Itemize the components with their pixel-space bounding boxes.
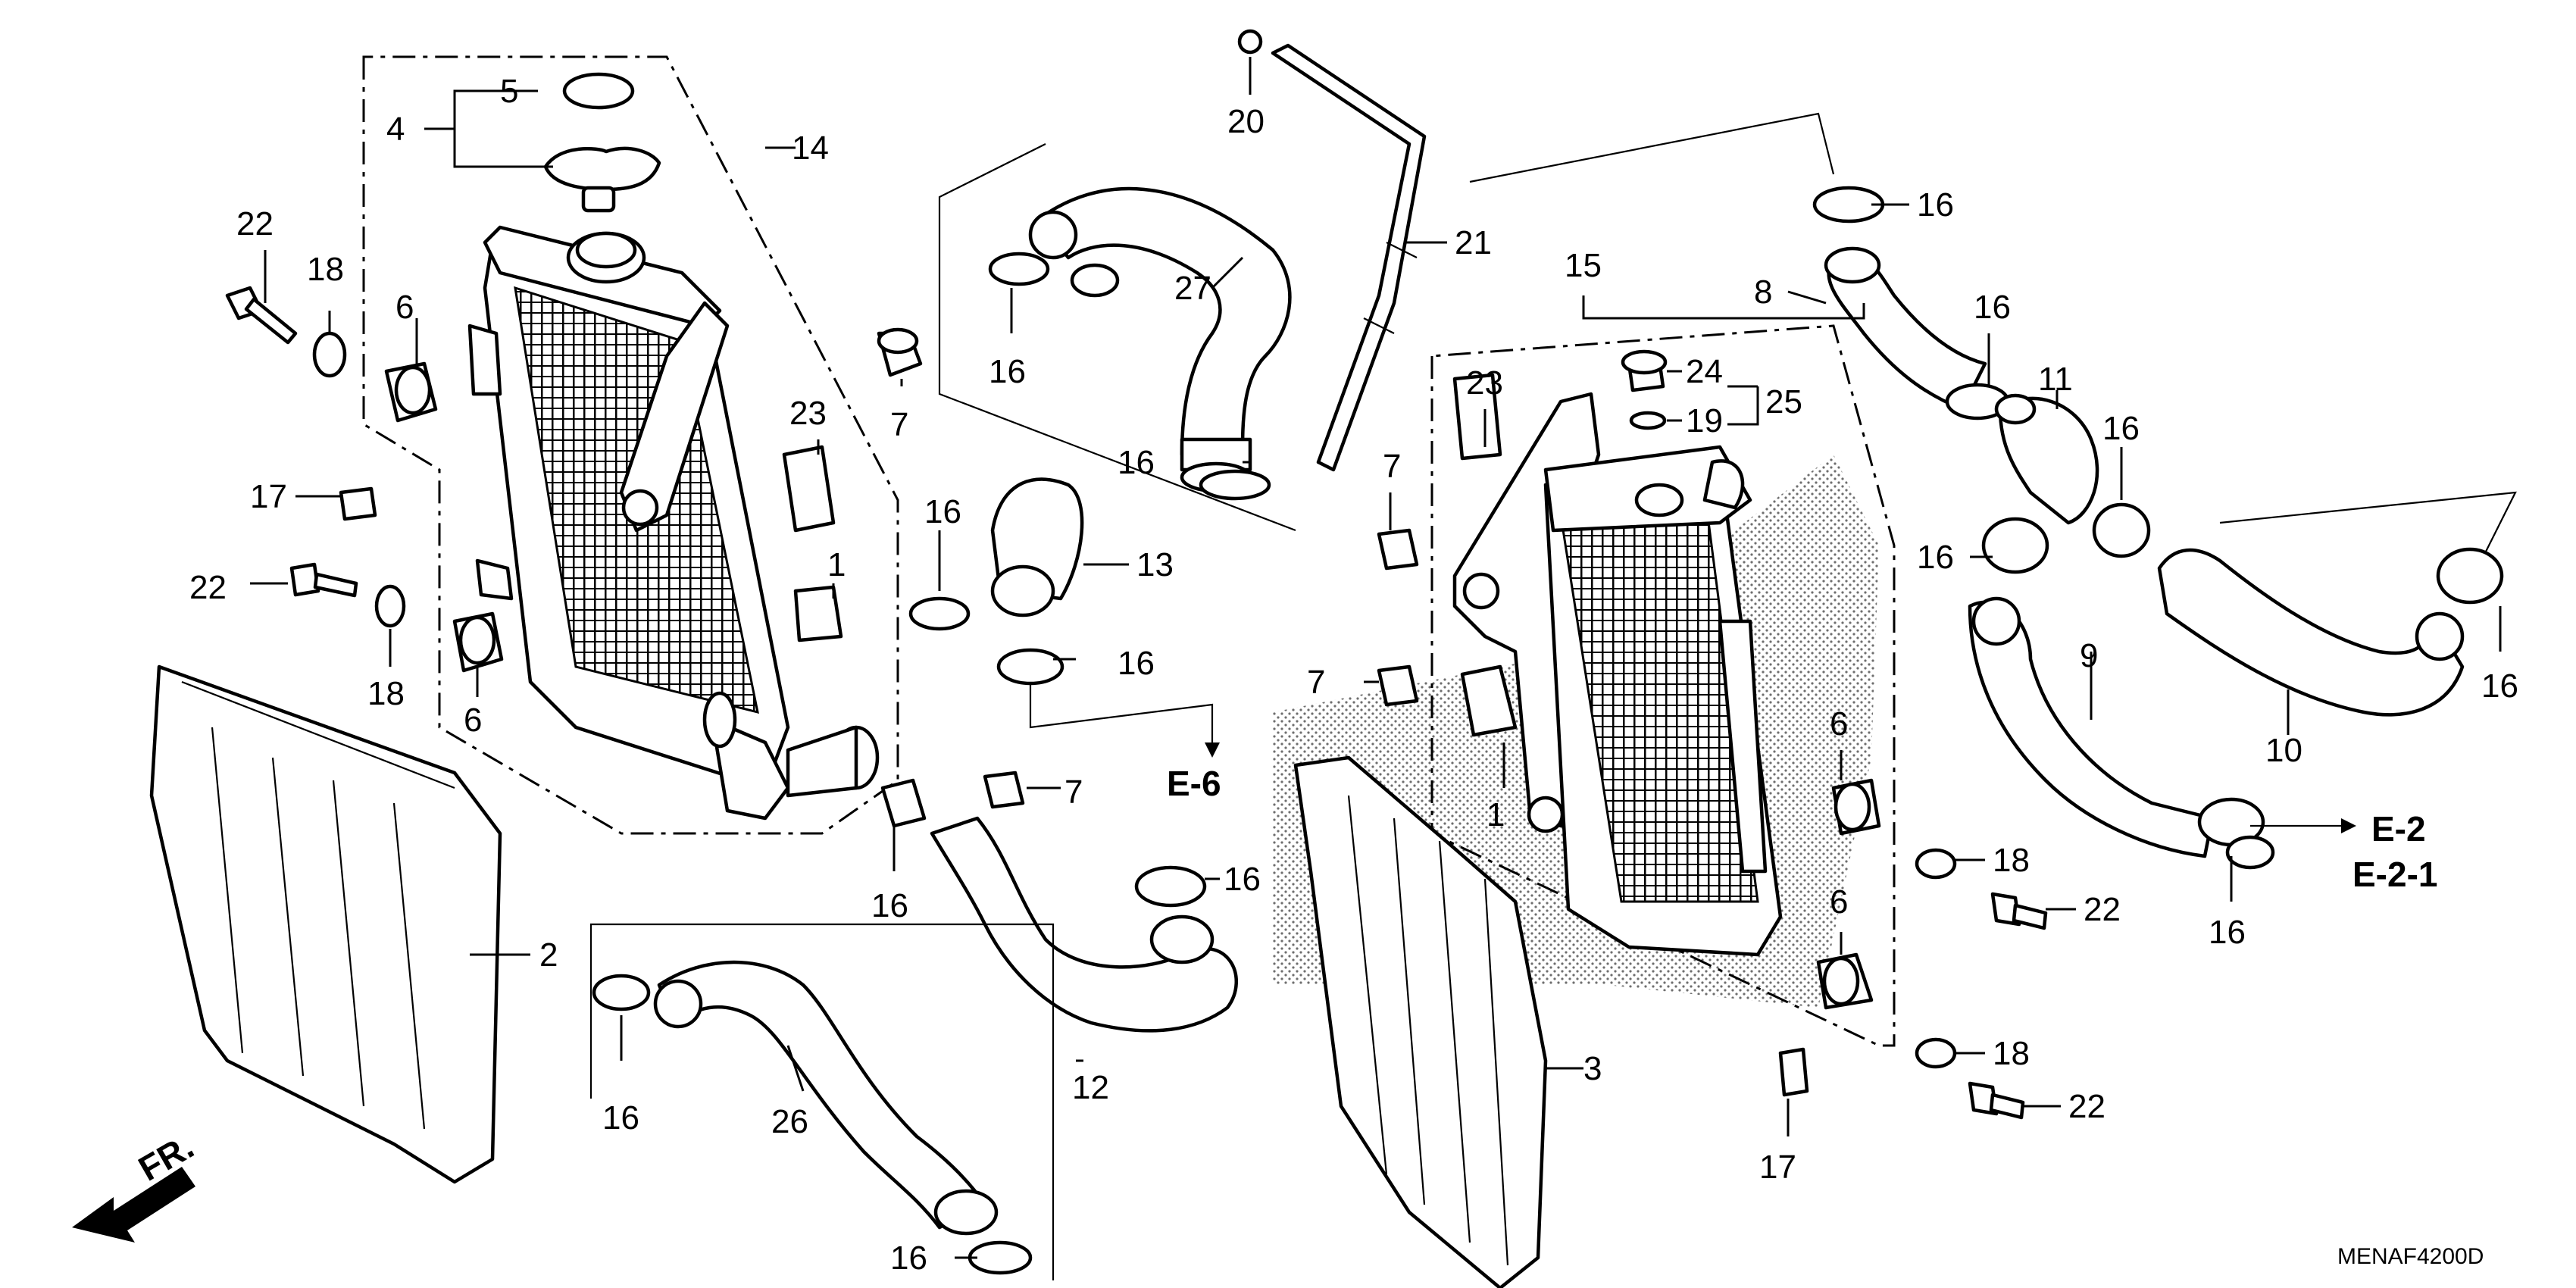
label-18-mid: 18 <box>367 675 405 712</box>
clamp-16-hose27 <box>988 252 1271 501</box>
diagram-code: MENAF4200D <box>2337 1244 2484 1269</box>
label-16-b: 16 <box>1118 645 1155 682</box>
label-16-n: 16 <box>2209 914 2246 951</box>
label-16-g: 16 <box>989 353 1026 390</box>
hose-9 <box>1968 596 2265 858</box>
label-6-right-top: 6 <box>1830 705 1848 742</box>
label-7-right-mid: 7 <box>1307 664 1325 701</box>
label-6-left-bottom: 6 <box>464 702 482 739</box>
leader-lines <box>250 57 2502 1259</box>
label-26: 26 <box>771 1103 808 1140</box>
label-27: 27 <box>1174 270 1211 307</box>
label-18-right-top: 18 <box>1993 842 2030 879</box>
hose-21 <box>1271 43 1427 472</box>
e6-pointer <box>1029 682 1220 758</box>
hose-10 <box>2157 547 2504 717</box>
label-16-m: 16 <box>2481 667 2518 705</box>
clamp-16-right-mid <box>1981 502 2151 574</box>
label-16-l: 16 <box>1917 539 1954 576</box>
label-16-h: 16 <box>1118 444 1155 481</box>
rubber-23-left <box>782 445 843 642</box>
label-22-mid: 22 <box>189 569 227 606</box>
label-17-right: 17 <box>1759 1149 1796 1186</box>
hose-8 <box>1824 246 1987 411</box>
label-6-right-bottom: 6 <box>1830 883 1848 921</box>
label-16-c: 16 <box>871 887 908 924</box>
part-labels: 5 4 14 22 18 6 7 23 17 1 22 18 6 16 13 1… <box>189 73 2518 1277</box>
label-7-top: 7 <box>890 406 908 443</box>
label-19: 19 <box>1686 402 1723 439</box>
rubber-23-right <box>1452 373 1518 737</box>
label-22-top: 22 <box>236 205 274 242</box>
clip-20 <box>1237 29 1263 55</box>
label-18-right-bottom: 18 <box>1993 1035 2030 1072</box>
left-radiator-group <box>362 55 899 835</box>
clamp-16-small <box>880 778 927 828</box>
drain-bolt-24 <box>1621 349 1668 430</box>
ref-e2: E-2 <box>2371 809 2426 849</box>
label-23-right: 23 <box>1466 364 1503 402</box>
label-21: 21 <box>1455 224 1492 261</box>
hose-26-group <box>589 923 1055 1280</box>
label-2: 2 <box>539 936 558 974</box>
fasteners-right <box>1915 835 2275 1120</box>
label-5: 5 <box>500 73 518 110</box>
hose-11 <box>1994 393 2099 525</box>
label-8: 8 <box>1754 274 1772 311</box>
label-6-left-top: 6 <box>395 289 414 326</box>
hose-13 <box>990 477 1084 617</box>
clamp-16-center <box>908 596 1207 908</box>
clip-17-left <box>339 486 377 521</box>
hose-12 <box>930 816 1238 1033</box>
label-16-k: 16 <box>2102 410 2140 447</box>
label-25: 25 <box>1765 383 1802 420</box>
label-16-a: 16 <box>924 493 961 530</box>
front-direction-arrow-icon: FR. <box>72 1127 200 1243</box>
label-9: 9 <box>2080 637 2098 674</box>
label-12: 12 <box>1072 1069 1109 1106</box>
clamp-16-right-top <box>1812 186 2010 420</box>
label-1-left: 1 <box>827 546 846 583</box>
label-22-right-bottom: 22 <box>2068 1088 2106 1125</box>
shroud-3 <box>1293 755 1548 1288</box>
label-17-left: 17 <box>250 478 287 515</box>
label-16-d: 16 <box>1224 861 1261 898</box>
label-15: 15 <box>1565 247 1602 284</box>
bushing-7-top <box>877 327 923 377</box>
label-13: 13 <box>1136 546 1174 583</box>
label-18-top: 18 <box>307 251 344 288</box>
radiator-cap <box>543 72 661 213</box>
grommet-6-left <box>384 361 504 673</box>
label-24: 24 <box>1686 353 1723 390</box>
shroud-2 <box>149 664 502 1184</box>
bolt-22-mid <box>289 562 406 628</box>
label-3: 3 <box>1583 1050 1602 1087</box>
label-1-right: 1 <box>1487 796 1505 833</box>
label-7-right-top: 7 <box>1383 448 1401 485</box>
label-10: 10 <box>2265 732 2302 769</box>
label-16-i: 16 <box>1917 186 1954 224</box>
right-leaders <box>1469 112 2517 833</box>
bushing-7-right <box>1377 528 1419 707</box>
label-20: 20 <box>1227 103 1265 140</box>
label-4: 4 <box>386 111 405 148</box>
label-11: 11 <box>2038 361 2073 398</box>
label-22-right-top: 22 <box>2084 891 2121 928</box>
ref-e2-1: E-2-1 <box>2352 855 2437 894</box>
ref-e6: E-6 <box>1167 764 1221 803</box>
right-radiator-group <box>1430 324 1896 1047</box>
label-16-e: 16 <box>602 1099 639 1136</box>
bushing-7-center <box>983 771 1025 809</box>
bolt-22-top <box>225 286 347 378</box>
label-23-left: 23 <box>789 395 827 432</box>
clip-17-right <box>1778 1047 1809 1097</box>
label-14: 14 <box>792 130 829 167</box>
label-16-j: 16 <box>1974 289 2011 326</box>
label-16-f: 16 <box>890 1240 927 1277</box>
label-7-center: 7 <box>1064 774 1083 811</box>
